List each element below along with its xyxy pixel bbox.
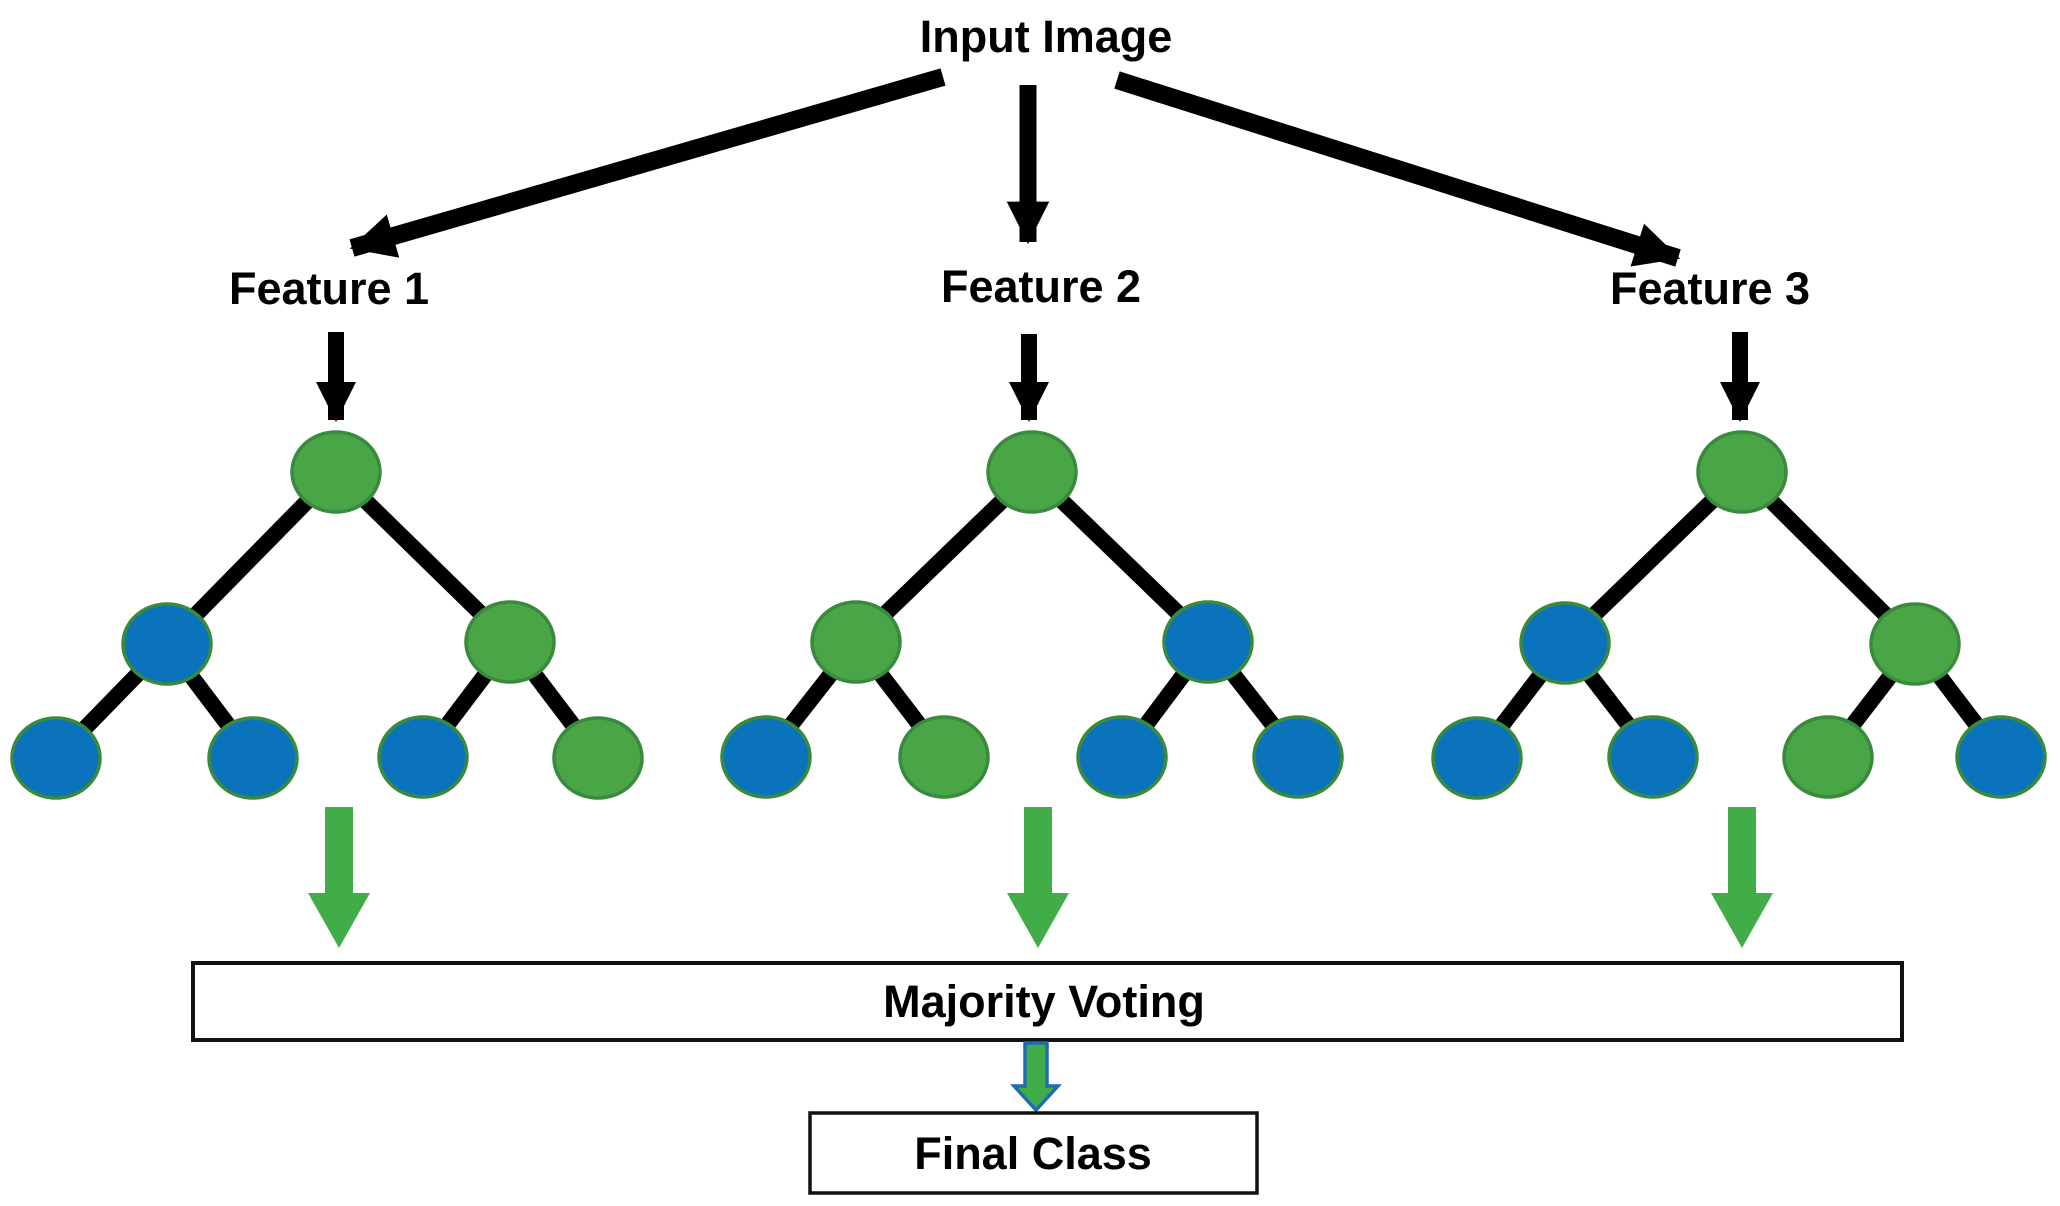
tree3-leaf-node [1607, 715, 1699, 799]
tree2-internal-right-node [1162, 600, 1254, 684]
input-image-title: Input Image [920, 11, 1173, 62]
tree2-leaf-node [720, 715, 812, 799]
tree3-nodes [1431, 430, 2047, 800]
tree1-internal-left-node [121, 602, 213, 686]
majority-voting-box [191, 961, 1904, 1042]
tree2-leaf-node [898, 715, 990, 799]
feature2-label: Feature 2 [941, 261, 1141, 312]
arrow-input-to-feature1 [349, 68, 946, 258]
tree1-internal-right-node [464, 600, 556, 684]
arrow-voting-to-final [1010, 1041, 1062, 1113]
final-class-box [808, 1111, 1259, 1195]
arrow-tree1-to-voting [308, 807, 370, 948]
tree2-leaf-node [1076, 715, 1168, 799]
tree3-leaf-node [1955, 715, 2047, 799]
arrow-tree3-to-voting [1711, 807, 1773, 948]
tree3-leaf-node [1431, 716, 1523, 800]
tree1-leaf-node [552, 716, 644, 800]
tree2-leaf-node [1252, 715, 1344, 799]
tree3-root-node [1696, 430, 1788, 514]
tree2-nodes [720, 430, 1344, 799]
tree3-leaf-node [1782, 715, 1874, 799]
majority-voting-label: Majority Voting [883, 976, 1205, 1027]
feature1-label: Feature 1 [229, 263, 429, 314]
feature3-label: Feature 3 [1610, 263, 1810, 314]
tree1-leaf-node [10, 716, 102, 800]
final-class-label: Final Class [914, 1128, 1152, 1179]
tree1-nodes [10, 430, 644, 800]
tree3-internal-right-node [1869, 602, 1961, 686]
tree2-root-node [986, 430, 1078, 514]
tree1-leaf-node [377, 715, 469, 799]
tree1-leaf-node [207, 716, 299, 800]
tree2-internal-left-node [810, 600, 902, 684]
arrow-tree2-to-voting [1007, 807, 1069, 948]
tree1-root-node [290, 430, 382, 514]
tree3-internal-left-node [1519, 601, 1611, 685]
arrow-input-to-feature3 [1114, 71, 1681, 267]
